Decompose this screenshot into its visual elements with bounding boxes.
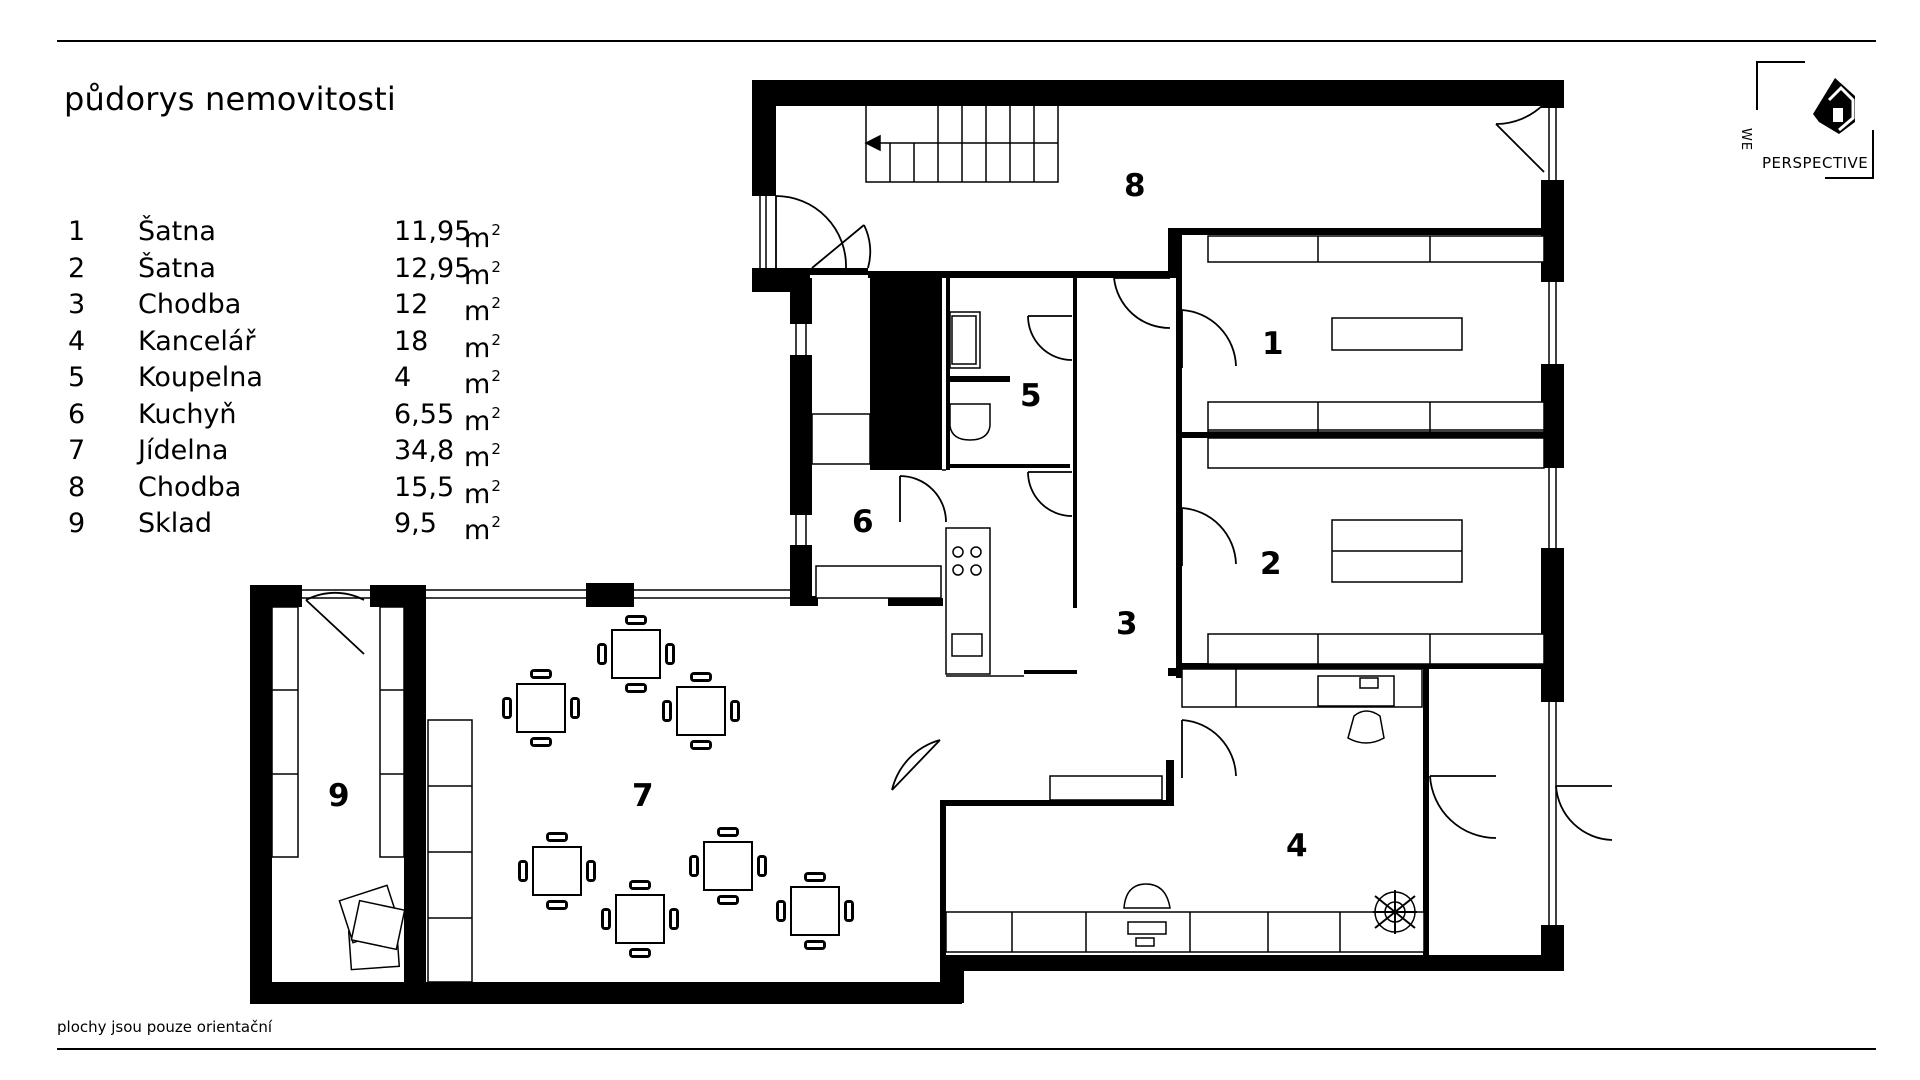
footnote: plochy jsou pouze orientační: [57, 1018, 273, 1036]
office-furniture: [945, 668, 1425, 953]
legend-unit: m2: [464, 476, 501, 510]
legend-area: 34,8: [394, 435, 455, 466]
kitchen-fixtures: [811, 413, 991, 675]
room-labels: 8 1 2 3 4 5 6 7 9: [328, 168, 1308, 864]
legend-area: 9,5: [394, 508, 437, 539]
staircase: [864, 103, 1059, 183]
bathroom-fixtures: [949, 311, 991, 441]
walls: [250, 80, 1564, 1004]
legend-number: 5: [68, 362, 86, 393]
legend-unit: m2: [464, 257, 501, 291]
table-set: [776, 872, 854, 950]
legend-room-name: Šatna: [138, 252, 216, 284]
brand-logo: [1756, 61, 1874, 179]
legend-room-name: Sklad: [138, 508, 212, 539]
legend-room-name: Kuchyň: [138, 398, 237, 430]
logo-text-perspective: PERSPECTIVE: [1762, 154, 1869, 172]
legend-unit: m2: [464, 513, 501, 546]
table-set: [601, 880, 679, 958]
room-label: 1: [1262, 326, 1284, 362]
bottom-rule: [57, 1048, 1876, 1050]
dining-counter: [427, 719, 473, 983]
legend-room-name: Koupelna: [138, 362, 263, 393]
legend-area: 12,95: [394, 252, 472, 284]
legend-room-name: Kancelář: [138, 325, 256, 357]
top-rule: [57, 40, 1876, 42]
benches: [1049, 235, 1545, 801]
legend-unit: m2: [464, 221, 501, 254]
room-label: 2: [1260, 546, 1282, 582]
room-label: 3: [1116, 606, 1138, 642]
legend-area: 11,95: [394, 216, 472, 247]
room-label: 5: [1020, 378, 1042, 414]
legend-number: 8: [68, 471, 86, 503]
room-label: 4: [1286, 828, 1308, 864]
table-set: [502, 669, 580, 747]
logo-text-we: WE: [1738, 128, 1753, 152]
doors: [305, 103, 1613, 841]
legend-number: 6: [68, 398, 86, 430]
legend-area: 12: [394, 289, 429, 320]
legend-unit: m2: [464, 330, 501, 364]
house-icon: [1813, 78, 1855, 134]
dining-tables: [502, 615, 854, 958]
table-set: [597, 615, 675, 693]
table-set: [518, 832, 596, 910]
room-label: 9: [328, 778, 350, 814]
legend-unit: m2: [464, 403, 501, 437]
legend-number: 3: [68, 289, 86, 320]
windows: [302, 108, 1557, 958]
legend-area: 15,5: [394, 471, 455, 503]
legend-unit: m2: [464, 294, 501, 327]
legend-room-name: Chodba: [138, 289, 242, 320]
room-label: 7: [632, 778, 654, 814]
legend-number: 2: [68, 252, 86, 284]
legend-room-name: Šatna: [138, 216, 216, 247]
room-label: 6: [852, 504, 874, 540]
legend-area: 4: [394, 362, 412, 393]
legend-room-name: Jídelna: [138, 435, 229, 466]
legend-area: 18: [394, 325, 429, 357]
legend-number: 9: [68, 508, 86, 539]
legend-number: 7: [68, 435, 86, 466]
table-set: [662, 672, 740, 750]
page-title: půdorys nemovitosti: [64, 80, 397, 118]
legend-number: 4: [68, 325, 86, 357]
legend-unit: m2: [464, 440, 501, 473]
room-label: 8: [1124, 168, 1146, 204]
legend-room-name: Chodba: [138, 471, 242, 503]
table-set: [689, 827, 767, 905]
legend-unit: m2: [464, 367, 501, 400]
storage-shelves: [271, 606, 406, 971]
legend-number: 1: [68, 216, 86, 247]
legend-area: 6,55: [394, 398, 455, 430]
